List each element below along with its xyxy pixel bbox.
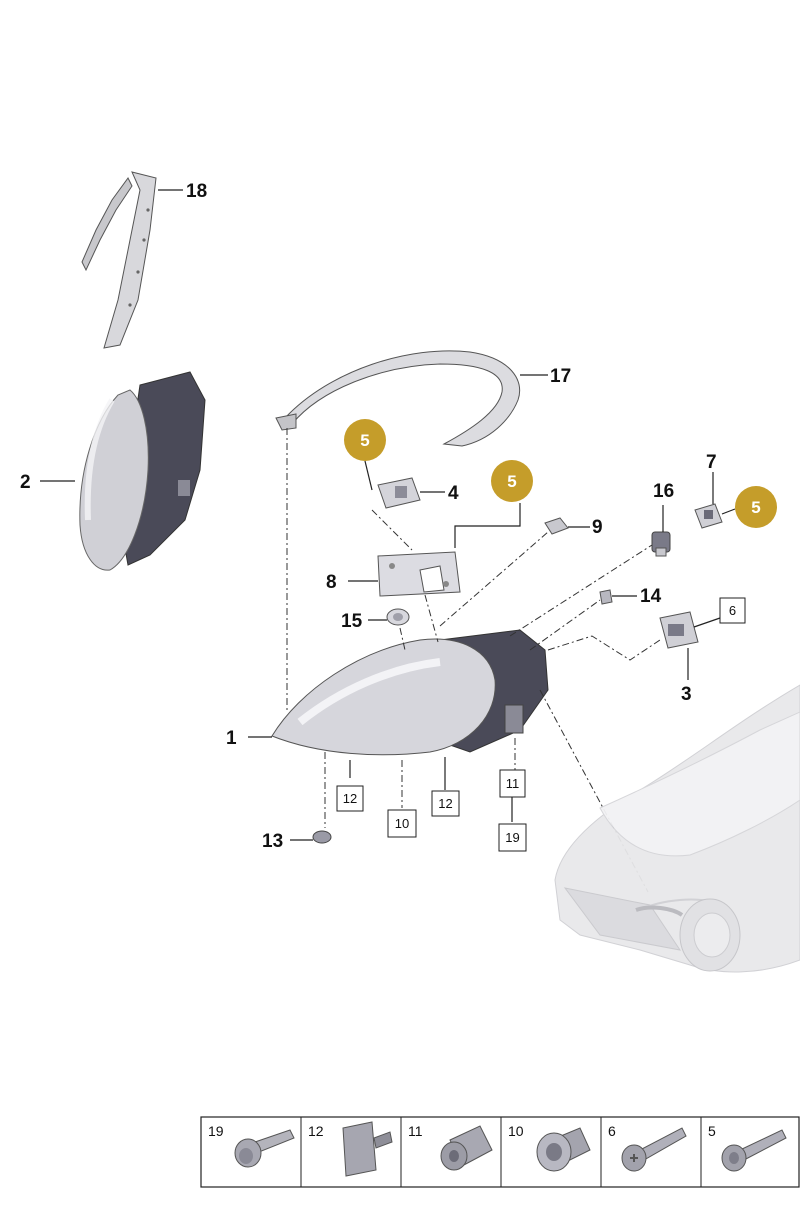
callout-7: 7 [706,452,717,473]
torx-bolt-icon [621,1127,687,1172]
part-14-plug [599,589,613,605]
part-4-control-module [377,477,421,509]
vehicle-illustration [554,684,800,973]
leader-badge-left [364,460,373,491]
expanding-nut-icon [536,1127,591,1172]
box-19 [498,823,527,852]
box-11 [499,769,526,798]
box-12b [431,790,460,817]
callout-4: 4 [448,483,459,504]
part-17-trim-strip [275,350,521,447]
leader-badge-right [721,508,736,515]
badge-5-center-label: 5 [507,472,516,491]
box-10-label: 10 [395,816,409,831]
callout-13: 13 [262,831,283,852]
legend-num-1: 19 [208,1123,224,1139]
legend-num-3: 11 [408,1123,423,1139]
legend-num-5: 6 [608,1123,616,1139]
part-15-grommet [386,608,410,626]
legend-num-4: 10 [508,1123,524,1139]
part-2-headlight-cover [79,371,206,571]
box-12a [336,785,364,812]
callout-16: 16 [653,481,674,502]
leader-badge-center [454,503,521,548]
hex-bolt-icon [721,1129,787,1172]
fastener-legend: 19 12 11 10 6 5 [200,1116,800,1188]
callout-14: 14 [640,586,662,607]
callout-3: 3 [681,684,692,705]
spacer-sleeve-icon [440,1125,493,1171]
clip-plate-icon [342,1121,393,1177]
callout-1: 1 [226,728,237,749]
box-12a-label: 12 [343,791,357,806]
legend-num-2: 12 [308,1123,324,1139]
callout-18: 18 [186,181,207,202]
part-3-control-unit [659,611,699,649]
box-19-label: 19 [505,830,519,845]
callout-8: 8 [326,572,337,593]
badge-5-left-label: 5 [360,431,369,450]
flange-bolt-icon [234,1129,295,1168]
callout-2: 2 [20,472,31,493]
part-9-bracket [544,517,569,535]
part-8-mounting-plate [377,551,461,597]
part-18-seal-strip [81,171,157,349]
box-10 [387,809,417,838]
box-11-label: 11 [506,776,520,791]
part-7-connector [694,503,723,529]
callout-9: 9 [592,517,603,538]
box-12b-label: 12 [438,796,452,811]
badge-5-right [735,486,777,528]
leader-6-box [693,617,721,628]
part-13-nut [312,830,332,844]
legend-num-6: 5 [708,1123,716,1139]
badge-5-left [344,419,386,461]
badge-5-right-label: 5 [751,498,760,517]
part-16-actuator [651,531,671,557]
part-1-headlight [271,629,549,756]
box-6 [719,597,746,624]
callout-15: 15 [341,611,363,632]
callout-17: 17 [550,366,571,387]
box-6-label: 6 [729,603,736,618]
badge-5-center [491,460,533,502]
